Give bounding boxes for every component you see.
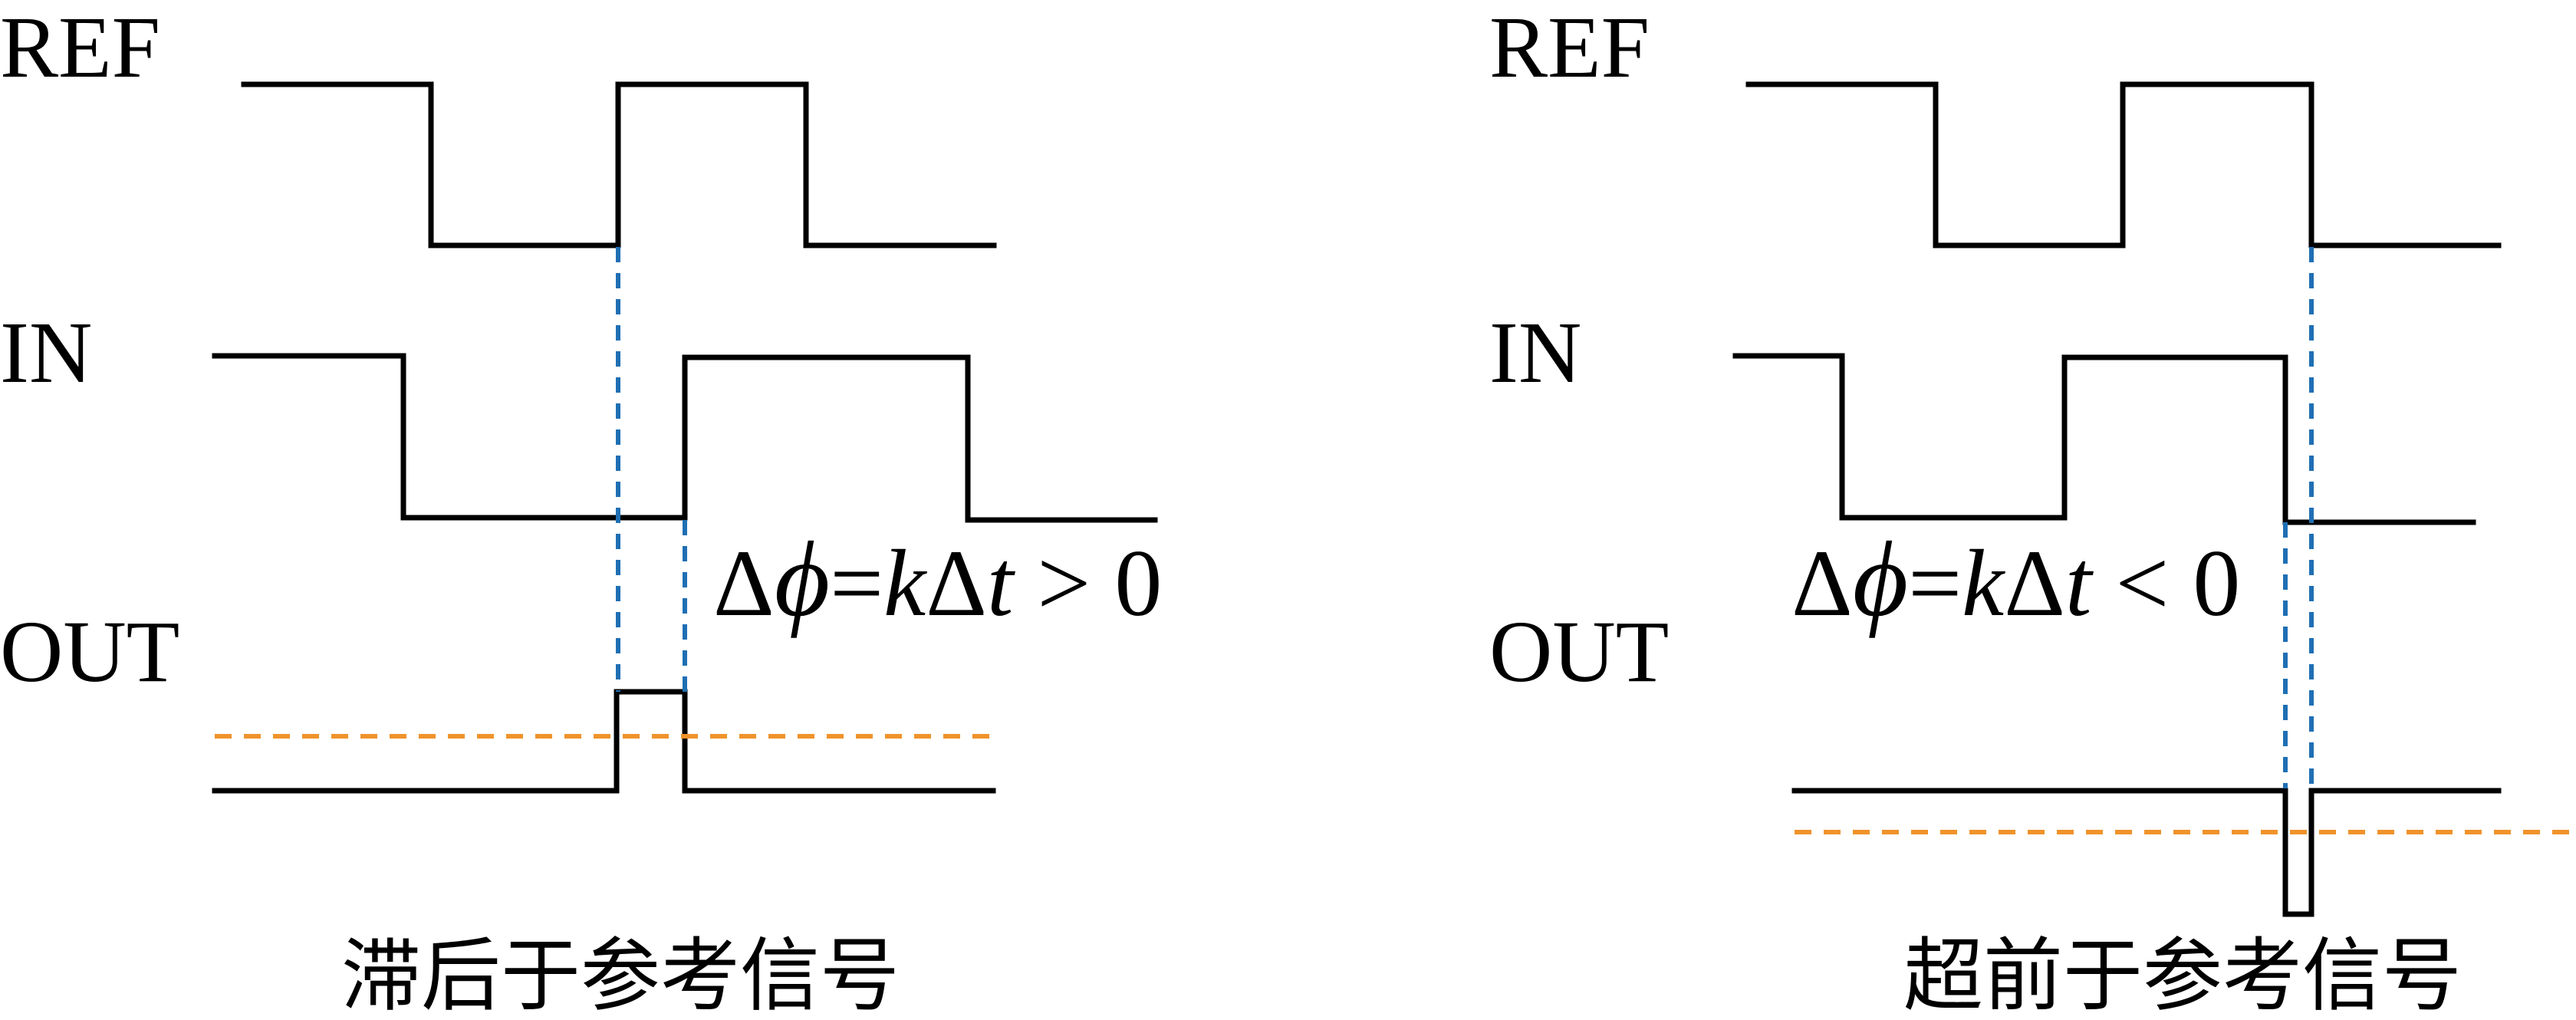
in-waveform [1732, 353, 2476, 525]
out-signal-label: OUT [1489, 603, 1669, 700]
out-signal-label: OUT [0, 603, 179, 700]
ref-signal-label: REF [1489, 0, 1650, 96]
in-waveform [212, 353, 1158, 523]
phase-difference-formula: Δϕ=kΔt > 0 [713, 520, 1162, 639]
out-waveform [212, 689, 996, 794]
panel-caption: 滞后于参考信号 [341, 929, 900, 1020]
phase-difference-formula: Δϕ=kΔt < 0 [1791, 520, 2240, 639]
panel-lagging: REF IN OUT Δϕ=kΔt > 0 滞后于参考信号 [0, 0, 1162, 1020]
panel-caption: 超前于参考信号 [1903, 929, 2462, 1020]
ref-signal-label: REF [0, 0, 160, 96]
in-signal-label: IN [0, 304, 92, 401]
panel-leading: REF IN OUT Δϕ=kΔt < 0 超前于参考信号 [1489, 0, 2576, 1020]
in-signal-label: IN [1489, 304, 1581, 401]
ref-waveform [1745, 81, 2502, 248]
out-waveform [1791, 788, 2502, 917]
ref-waveform [241, 81, 997, 248]
